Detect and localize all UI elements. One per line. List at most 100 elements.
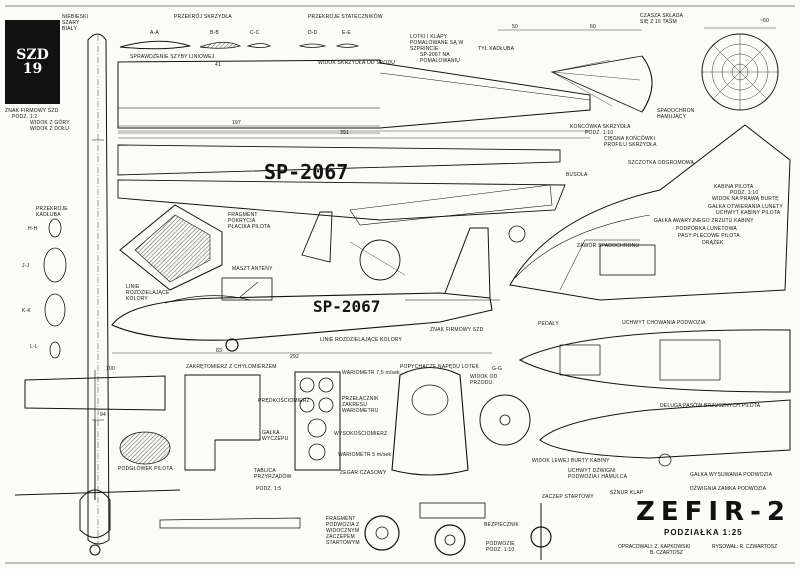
label-widok-dolu: WIDOK Z DOŁU	[30, 126, 70, 132]
dim-50: 50	[512, 24, 518, 30]
label-zakretomierz: ZAKRĘTOMIERZ Z CHYŁOMIERZEM	[186, 364, 277, 370]
label-galka-wyczepu: GAŁKA WYCZEPU	[262, 430, 289, 442]
label-tablica: TABLICA PRZYRZĄDÓW	[254, 468, 292, 480]
label-popychacze: POPYCHACZE NAPĘDU LOTEK	[400, 364, 480, 370]
dim-100: 100	[106, 366, 115, 372]
credit-drawn: OPRACOWALI: Z. KAPKOWSKI	[618, 544, 691, 550]
label-uchwyt-dzwigni: UCHWYT DŹWIGNI PODWOZIA I HAMULCA	[568, 468, 628, 480]
label-galka-awaryj: GAŁKA AWARYJNEGO ZRZUTU KABINY	[654, 218, 754, 224]
label-ciegna: CIĘGNA KOŃCÓWKI PROFILU SKRZYDŁA	[604, 136, 657, 148]
label-drazek: DRĄŻEK	[702, 240, 724, 246]
label-kabina: KABINA PILOTA	[714, 184, 754, 190]
registration-side: SP-2067	[313, 297, 381, 316]
dim-83: 83	[216, 348, 222, 354]
wing-bottom-view	[117, 59, 591, 139]
label-wariometr-2: WARIOMETR 5 m/sek	[338, 452, 392, 458]
logo-line2: 19	[22, 61, 43, 77]
canopy-gores	[702, 34, 778, 110]
label-tablica-scale: PODZ. 1:5	[256, 486, 282, 492]
szd-logo: SZD 19	[5, 20, 60, 104]
label-przekroje-skrzydla: PRZEKRÓJ SKRZYDŁA	[174, 14, 232, 20]
label-fragment-podwozia: FRAGMENT PODWOZIA Z WIDOCZNYM ZACZEPEM S…	[326, 516, 360, 546]
label-zaczep: ZACZEP STARTOWY	[542, 494, 594, 500]
label-podwozie-scale: PODZ. 1:10	[486, 547, 515, 553]
label-sec-d: D-D	[308, 30, 318, 36]
fuselage-side-view	[111, 227, 500, 352]
dim-60: 60	[590, 24, 596, 30]
label-uchwyt-kabiny: UCHWYT KABINY PILOTA	[716, 210, 781, 216]
label-przekroje-kadluba: PRZEKROJE KADŁUBA	[36, 206, 68, 218]
label-podwozie: PODWOZIE	[486, 541, 515, 547]
label-zawor: ZAWÓR SPADOCHRONU	[577, 243, 640, 249]
label-linie-rozdz-2: LINIE ROZDZIELAJĄCE KOLORY	[320, 337, 403, 343]
label-fragment: FRAGMENT POKRYCIA PŁACIKA PILOTA	[228, 212, 271, 230]
label-spadochron: SPADOCHRON HAMUJĄCY	[657, 108, 695, 120]
label-dzwignia-zamka: DŹWIGNIA ZAMKA PODWOZIA	[690, 486, 767, 492]
label-predkosciomierz: PRĘDKOŚCIOMIERZ	[258, 398, 310, 404]
label-maszt: MASZT ANTENY	[232, 266, 273, 272]
label-podglowek: PODGŁÓWEK PILOTA	[118, 466, 173, 472]
dim-41: 41	[215, 62, 221, 68]
label-uchwyt-holow: UCHWYT CHOWANIA PODWOZIA	[622, 320, 706, 326]
cockpit-top	[518, 329, 791, 393]
registration-upper: SP-2067	[264, 160, 349, 184]
label-koncowka: KOŃCÓWKA SKRZYDŁA	[570, 124, 631, 130]
logo-line1: SZD	[16, 47, 49, 63]
label-kabina-scale: PODZ. 1:10	[730, 190, 759, 196]
label-sec-j: J-J	[22, 263, 30, 269]
label-czasza: CZASZA SKŁADA SIĘ Z 16 TAŚM	[640, 13, 683, 25]
cockpit-rear	[184, 374, 261, 471]
label-lotki: LOTKI I KLAPY POMALOWANE SĄ W SZPRINCIE	[410, 34, 464, 52]
control-detail	[359, 239, 401, 281]
dim-197: 197	[232, 120, 241, 126]
top-view-wing	[87, 33, 110, 545]
label-znak-scale: PODZ. 1:2	[12, 114, 38, 120]
label-sec-c: C-C	[250, 30, 260, 36]
label-busola: BUSOLA	[566, 172, 588, 178]
dim-600: ~60	[760, 18, 770, 24]
label-sec-e: E-E	[342, 30, 351, 36]
instrument-panel	[294, 371, 341, 471]
fuselage-sections	[43, 218, 67, 359]
label-sec-k: K-K	[22, 308, 31, 314]
label-szczotka: SZCZOTKA ODGROMOWA	[628, 160, 695, 166]
label-sec-l: L-L	[30, 344, 38, 350]
fin-detail	[301, 211, 333, 263]
landing-gear	[364, 502, 552, 560]
label-pedaly: PEDAŁY	[538, 321, 559, 327]
label-koncowka-scale: PODZ. 1:10	[585, 130, 614, 136]
cockpit-fragment	[119, 204, 223, 291]
head-rest	[119, 431, 171, 465]
label-widok-prawa: WIDOK NA PRAWĄ BURTĘ	[712, 196, 779, 202]
label-galka-otw: GAŁKA OTWIERANIA LUNETY	[708, 204, 783, 210]
dim-292: 292	[290, 354, 299, 360]
wing-sections	[119, 40, 360, 50]
label-wariometr: WARIOMETR 7,5 m/sek	[342, 370, 400, 376]
dim-391: 391	[340, 130, 349, 136]
label-widok-lewej: WIDOK LEWEJ BURTY KABINY	[532, 458, 610, 464]
label-tyl-kadluba: TYŁ KADŁUBA	[478, 46, 515, 52]
label-znak-firmowy: ZNAK FIRMOWY SZD	[5, 108, 59, 114]
tailplane	[24, 375, 166, 411]
credit-drawing: RYSOWAŁ: R. CZWARTOSZ	[712, 544, 778, 550]
front-view	[391, 367, 531, 476]
wing-planform	[117, 144, 566, 226]
label-deluga: DELUGA PASÓW BRZUSZNYCH PILOTA	[660, 403, 761, 409]
cockpit-side	[509, 124, 791, 301]
label-widok-od-przodu: WIDOK OD PRZODU	[470, 374, 498, 386]
label-znak-firmowy-2: ZNAK FIRMOWY SZD	[430, 327, 484, 333]
label-przelacznik: PRZEŁĄCZNIK ZAKRESU WARIOMETRU	[342, 396, 379, 414]
label-podporka: PODPÓRKA LUNETOWA	[676, 226, 737, 232]
glider-front-view	[14, 420, 181, 556]
label-przekroje-stat: PRZEKROJE STATECZNIKÓW	[308, 14, 383, 20]
label-widok-gory: WIDOK Z GÓRY	[30, 120, 70, 126]
label-pasy: PASY PLECOWE PILOTA	[678, 233, 740, 239]
label-sprawdzenie: SPRAWDZENIE SZYBY LINIOWEJ	[130, 54, 215, 60]
drawing-scale: PODZIAŁKA 1:25	[664, 528, 743, 537]
label-sp2067-note: SP-2067 NA POMALOWANIU	[420, 52, 461, 64]
label-sznur-klap: SZNUR KLAP	[610, 490, 644, 496]
label-zegar: ZEGAR CZASOWY	[340, 470, 387, 476]
label-widok-skrzydla: WIDOK SKRZYDŁA OD SPODU	[318, 60, 396, 66]
label-sec-h: H-H	[28, 226, 38, 232]
